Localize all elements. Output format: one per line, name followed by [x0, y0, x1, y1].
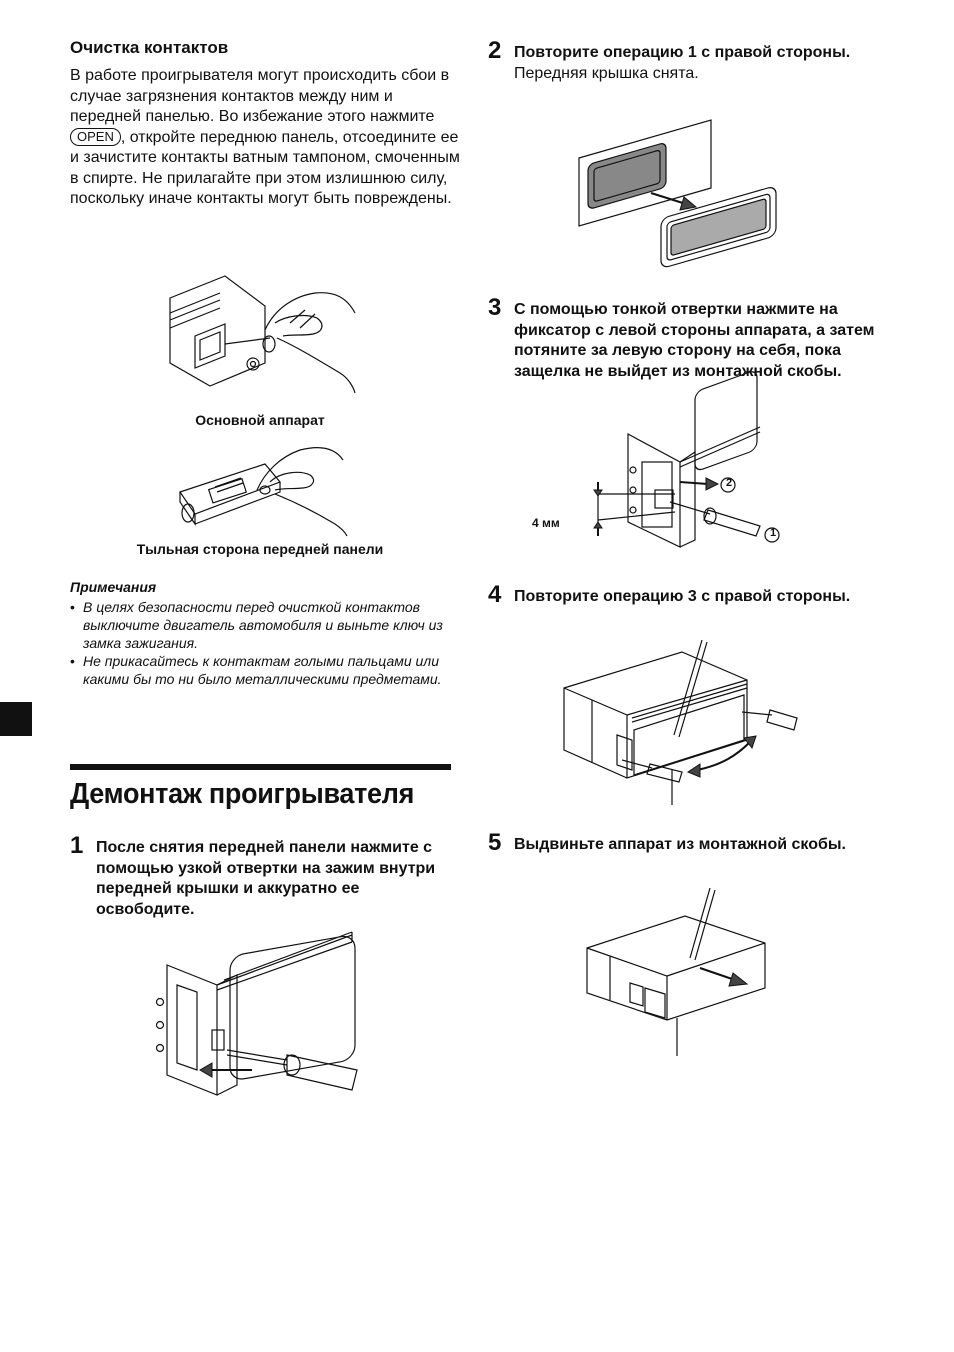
- section-rule: [70, 764, 451, 770]
- cleaning-paragraph: В работе проигрывателя могут происходить…: [70, 66, 460, 210]
- step-text: Повторите операцию 1 с правой стороны. П…: [514, 43, 888, 84]
- step-4-illustration: [563, 639, 798, 805]
- step-number: 5: [488, 829, 502, 856]
- step-subtext: Передняя крышка снята.: [514, 64, 699, 82]
- note-item: В целях безопасности перед очисткой конт…: [70, 598, 450, 652]
- side-tab-marker: [0, 702, 32, 736]
- step-5-illustration: [586, 887, 766, 1056]
- cleaning-text-part2: , откройте переднюю панель, отсоедините …: [70, 128, 460, 208]
- note-item: Не прикасайтесь к контактам голыми пальц…: [70, 652, 450, 688]
- step-text: С помощью тонкой отвертки нажмите на фик…: [514, 301, 875, 380]
- main-unit-cleaning-illustration: [169, 275, 356, 394]
- step-text: Выдвиньте аппарат из монтажной скобы.: [514, 836, 846, 853]
- step-number: 4: [488, 581, 502, 608]
- step-number: 1: [70, 832, 84, 859]
- notes-title: Примечания: [70, 579, 157, 595]
- dim-label-4mm: 4 мм: [532, 516, 560, 530]
- removal-title: Демонтаж проигрывателя: [70, 778, 415, 810]
- caption-main-unit: Основной аппарат: [195, 412, 325, 428]
- notes-list: В целях безопасности перед очисткой конт…: [70, 598, 450, 688]
- step-text: После снятия передней панели нажмите с п…: [96, 839, 436, 918]
- step-text-main: Повторите операцию 1 с правой стороны.: [514, 44, 851, 61]
- caption-front-panel-back: Тыльная сторона передней панели: [136, 541, 384, 557]
- callout-2: 2: [725, 477, 733, 489]
- step-2-illustration: [578, 119, 777, 268]
- cleaning-section: Очистка контактов В работе проигрывателя…: [70, 38, 460, 210]
- cleaning-text-part1: В работе проигрывателя могут происходить…: [70, 67, 450, 125]
- cleaning-title: Очистка контактов: [70, 38, 229, 57]
- step-number: 3: [488, 294, 502, 321]
- front-panel-back-cleaning-illustration: [179, 447, 348, 537]
- step-number: 2: [488, 37, 502, 64]
- open-button-glyph: OPEN: [70, 127, 121, 146]
- step-3-illustration: [593, 371, 780, 548]
- step-1-illustration: [155, 931, 358, 1096]
- step-text: Повторите операцию 3 с правой стороны.: [514, 588, 851, 605]
- callout-1: 1: [769, 527, 777, 539]
